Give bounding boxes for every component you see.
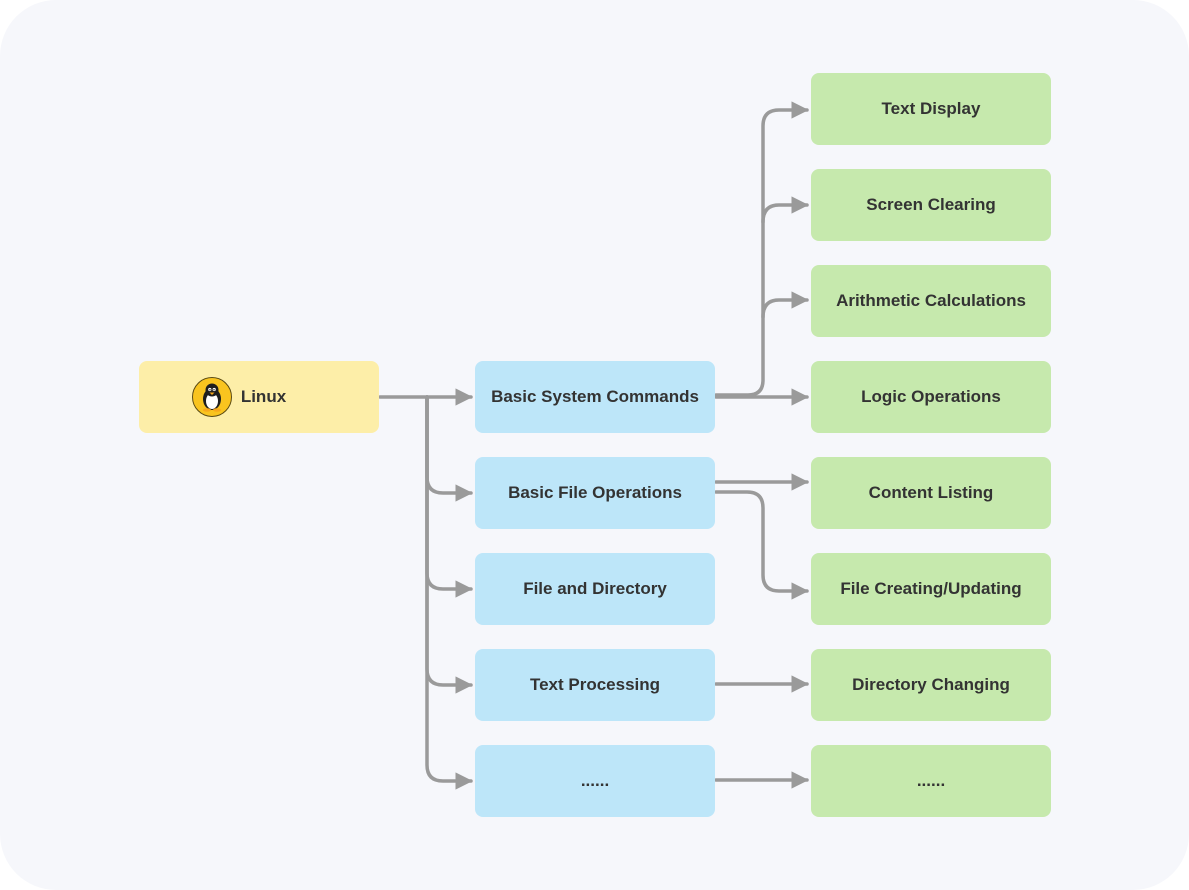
connector-system-to-arithmetic	[761, 291, 809, 319]
linux-penguin-icon	[191, 377, 232, 417]
connector-root-to-basic-file	[425, 395, 473, 502]
connector-system-to-text-display	[714, 101, 809, 397]
node-content-listing: Content Listing	[811, 457, 1051, 529]
root-node-label: Linux	[240, 387, 287, 406]
connector-root-to-ellipsis	[425, 395, 473, 790]
connector-root-to-text-processing	[425, 395, 473, 694]
node-basic-system-commands: Basic System Commands	[475, 361, 715, 433]
node-level2-ellipsis: ......	[811, 745, 1051, 817]
node-directory-changing: Directory Changing	[811, 649, 1051, 721]
node-text-processing: Text Processing	[475, 649, 715, 721]
node-arithmetic-calculations: Arithmetic Calculations	[811, 265, 1051, 337]
connector-system-to-screen-clearing	[761, 196, 809, 224]
node-file-creating-updating: File Creating/Updating	[811, 553, 1051, 625]
connector-file-to-file-creating	[714, 490, 809, 600]
node-file-and-directory: File and Directory	[475, 553, 715, 625]
node-logic-operations: Logic Operations	[811, 361, 1051, 433]
node-level1-ellipsis: ......	[475, 745, 715, 817]
node-basic-file-operations: Basic File Operations	[475, 457, 715, 529]
root-node-linux: Linux	[139, 361, 379, 433]
node-text-display: Text Display	[811, 73, 1051, 145]
node-screen-clearing: Screen Clearing	[811, 169, 1051, 241]
